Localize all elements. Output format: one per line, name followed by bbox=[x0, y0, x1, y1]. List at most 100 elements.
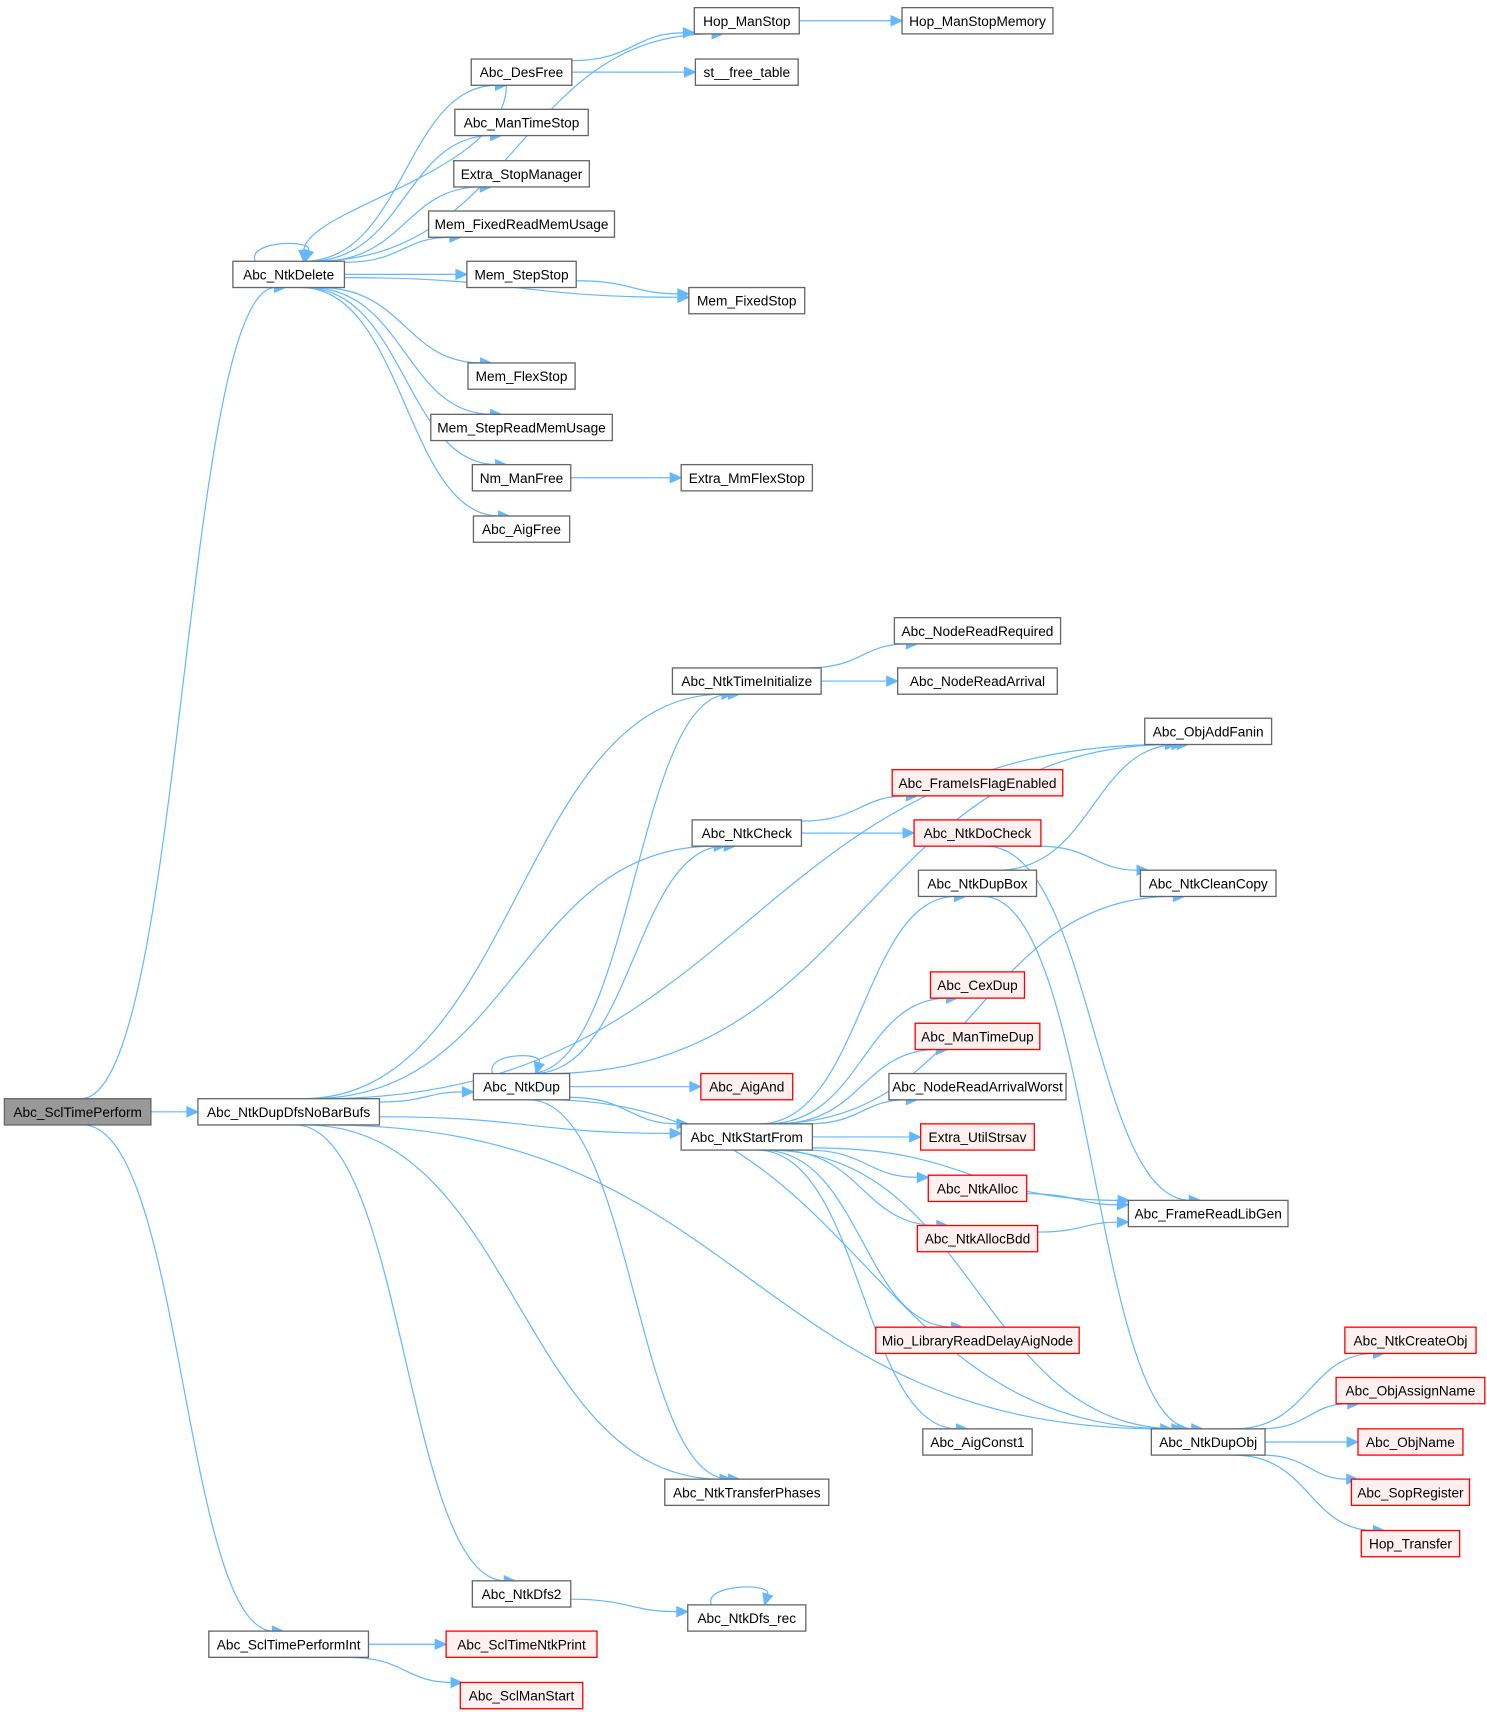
node-extra-stopmanager[interactable]: Extra_StopManager bbox=[453, 160, 590, 188]
node-abc-frameisflagenabled[interactable]: Abc_FrameIsFlagEnabled bbox=[891, 768, 1064, 797]
node-abc-sopregister[interactable]: Abc_SopRegister bbox=[1350, 1478, 1471, 1507]
node-extra-mmflexstop[interactable]: Extra_MmFlexStop bbox=[680, 463, 814, 492]
node-box bbox=[897, 667, 1058, 695]
node-abc-ntkdupdfsnobarbufs[interactable]: Abc_NtkDupDfsNoBarBufs bbox=[197, 1098, 381, 1126]
edge-line bbox=[546, 1099, 1173, 1430]
node-label: Abc_NodeReadArrivalWorst bbox=[892, 1080, 1063, 1095]
node-abc-aigfree[interactable]: Abc_AigFree bbox=[472, 515, 571, 543]
edge-abc-ntkallocbdd-to-abc-framereadlibgen bbox=[1037, 1216, 1130, 1233]
edge-line bbox=[756, 1149, 958, 1430]
node-hop-manstop[interactable]: Hop_ManStop bbox=[693, 6, 800, 35]
node-box bbox=[693, 6, 800, 35]
edge-line bbox=[1037, 845, 1139, 871]
node-abc-ntkstartfrom[interactable]: Abc_NtkStartFrom bbox=[680, 1123, 814, 1151]
edge-line bbox=[570, 1598, 678, 1613]
node-abc-sclmanstart[interactable]: Abc_SclManStart bbox=[459, 1681, 584, 1710]
node-abc-ntkdocheck[interactable]: Abc_NtkDoCheck bbox=[913, 819, 1042, 847]
node-abc-cexdup[interactable]: Abc_CexDup bbox=[929, 971, 1026, 999]
arrow-head bbox=[297, 249, 310, 263]
node-abc-objaddfanin[interactable]: Abc_ObjAddFanin bbox=[1144, 717, 1273, 746]
node-box bbox=[917, 869, 1038, 898]
node-abc-ntktimeinitialize[interactable]: Abc_NtkTimeInitialize bbox=[671, 667, 822, 695]
node-abc-ntkdupbox[interactable]: Abc_NtkDupBox bbox=[917, 869, 1038, 898]
edge-line bbox=[758, 895, 956, 1125]
node-box bbox=[1144, 717, 1273, 746]
node-hop-manstopmemory[interactable]: Hop_ManStopMemory bbox=[901, 6, 1054, 35]
edge-abc-ntkstartfrom-to-abc-cexdup bbox=[766, 992, 959, 1125]
node-abc-ntkallocbdd[interactable]: Abc_NtkAllocBdd bbox=[916, 1224, 1039, 1253]
node-box bbox=[453, 160, 590, 188]
node-nm-manfree[interactable]: Nm_ManFree bbox=[471, 463, 572, 492]
node-abc-objname[interactable]: Abc_ObjName bbox=[1357, 1428, 1464, 1456]
edge-line bbox=[310, 845, 716, 1100]
node-hop-transfer[interactable]: Hop_Transfer bbox=[1360, 1529, 1461, 1558]
node-box bbox=[1139, 869, 1277, 898]
node-box bbox=[691, 819, 803, 847]
node-abc-scltimentkprint[interactable]: Abc_SclTimeNtkPrint bbox=[445, 1630, 598, 1658]
node-box bbox=[467, 362, 576, 390]
node-abc-scltimeperformint[interactable]: Abc_SclTimePerformInt bbox=[208, 1630, 370, 1658]
node-abc-nodereadarrivalworst[interactable]: Abc_NodeReadArrivalWorst bbox=[888, 1072, 1067, 1101]
node-abc-desfree[interactable]: Abc_DesFree bbox=[470, 58, 573, 86]
node-box bbox=[680, 463, 814, 492]
node-mem-stepreadmemusage[interactable]: Mem_StepReadMemUsage bbox=[430, 413, 613, 442]
node-abc-ntkdfs-rec[interactable]: Abc_NtkDfs_rec bbox=[687, 1604, 807, 1632]
node-abc-ntkalloc[interactable]: Abc_NtkAlloc bbox=[927, 1174, 1028, 1203]
edge-abc-scltimeperform-to-abc-ntkdelete bbox=[80, 281, 287, 1100]
edge-abc-ntkdupdfsnobarbufs-to-abc-ntkcheck bbox=[310, 840, 727, 1100]
node-abc-scltimeperform[interactable]: Abc_SclTimePerform bbox=[3, 1098, 152, 1126]
node-abc-ntkdelete[interactable]: Abc_NtkDelete bbox=[232, 260, 346, 289]
node-abc-mantimedup[interactable]: Abc_ManTimeDup bbox=[914, 1022, 1041, 1051]
node-extra-utilstrsav[interactable]: Extra_UtilStrsav bbox=[919, 1123, 1035, 1151]
edge-abc-ntkdupdfsnobarbufs-to-abc-ntkdfs2 bbox=[294, 1124, 517, 1587]
node-box bbox=[466, 260, 577, 289]
edge-line bbox=[379, 1116, 672, 1134]
node-abc-ntkdup[interactable]: Abc_NtkDup bbox=[472, 1072, 571, 1101]
edge-line bbox=[997, 743, 1179, 871]
node-abc-aigconst1[interactable]: Abc_AigConst1 bbox=[922, 1428, 1033, 1456]
node-abc-nodereadarrival[interactable]: Abc_NodeReadArrival bbox=[897, 667, 1058, 695]
node-abc-nodereadrequired[interactable]: Abc_NodeReadRequired bbox=[893, 617, 1062, 645]
node-mem-fixedreadmemusage[interactable]: Mem_FixedReadMemUsage bbox=[427, 210, 616, 238]
edge-abc-ntkdupdfsnobarbufs-to-abc-ntktimeinitialize bbox=[302, 688, 735, 1100]
node-mem-stepstop[interactable]: Mem_StepStop bbox=[466, 260, 577, 289]
node-label: Mem_StepReadMemUsage bbox=[437, 421, 606, 436]
node-abc-mantimestop[interactable]: Abc_ManTimeStop bbox=[454, 108, 589, 137]
node-abc-objassignname[interactable]: Abc_ObjAssignName bbox=[1335, 1376, 1486, 1405]
node-mem-fixedstop[interactable]: Mem_FixedStop bbox=[688, 286, 806, 315]
edge-abc-scltimeperform-to-abc-ntkdupdfsnobarbufs bbox=[150, 1106, 200, 1118]
edge-abc-ntkdup-to-abc-objaddfanin bbox=[546, 738, 1185, 1075]
node-label: Abc_ObjAssignName bbox=[1346, 1384, 1476, 1399]
arrow-head bbox=[434, 1638, 448, 1650]
node-abc-ntkcheck[interactable]: Abc_NtkCheck bbox=[691, 819, 803, 847]
node-label: Mem_StepStop bbox=[474, 267, 569, 282]
node-abc-ntktransferphases[interactable]: Abc_NtkTransferPhases bbox=[664, 1478, 830, 1507]
node-mem-flexstop[interactable]: Mem_FlexStop bbox=[467, 362, 576, 390]
node-abc-ntkdupobj[interactable]: Abc_NtkDupObj bbox=[1150, 1428, 1266, 1456]
node-label: Mem_FlexStop bbox=[476, 369, 568, 384]
edge-line bbox=[710, 1586, 769, 1606]
edge-line bbox=[325, 1124, 1162, 1430]
node-abc-framereadlibgen[interactable]: Abc_FrameReadLibGen bbox=[1127, 1199, 1289, 1228]
edge-line bbox=[304, 1124, 722, 1480]
node-box bbox=[1335, 1376, 1486, 1405]
node-box bbox=[1344, 1326, 1477, 1355]
node-label: Abc_NtkDelete bbox=[243, 267, 334, 282]
node-st-free-table[interactable]: st__free_table bbox=[694, 58, 799, 86]
node-abc-aigand[interactable]: Abc_AigAnd bbox=[700, 1072, 794, 1101]
node-label: Abc_NtkDupObj bbox=[1159, 1435, 1257, 1450]
node-abc-ntkcleancopy[interactable]: Abc_NtkCleanCopy bbox=[1139, 869, 1277, 898]
edge-abc-ntkdupbox-to-abc-objaddfanin bbox=[997, 738, 1190, 871]
node-abc-ntkcreateobj[interactable]: Abc_NtkCreateObj bbox=[1344, 1326, 1477, 1355]
node-mio-libraryreaddelayaignode[interactable]: Mio_LibraryReadDelayAigNode bbox=[875, 1326, 1080, 1355]
node-box bbox=[694, 58, 799, 86]
arrow-head bbox=[186, 1106, 200, 1118]
edge-line bbox=[1259, 1403, 1349, 1430]
edge-line bbox=[82, 1124, 274, 1632]
edge-line bbox=[303, 286, 497, 466]
node-box bbox=[454, 108, 589, 137]
node-abc-ntkdfs2[interactable]: Abc_NtkDfs2 bbox=[471, 1580, 572, 1608]
node-label: Abc_SclTimePerformInt bbox=[217, 1637, 361, 1652]
edge-nm-manfree-to-extra-mmflexstop bbox=[570, 471, 683, 484]
node-label: Abc_ManTimeDup bbox=[921, 1029, 1034, 1044]
